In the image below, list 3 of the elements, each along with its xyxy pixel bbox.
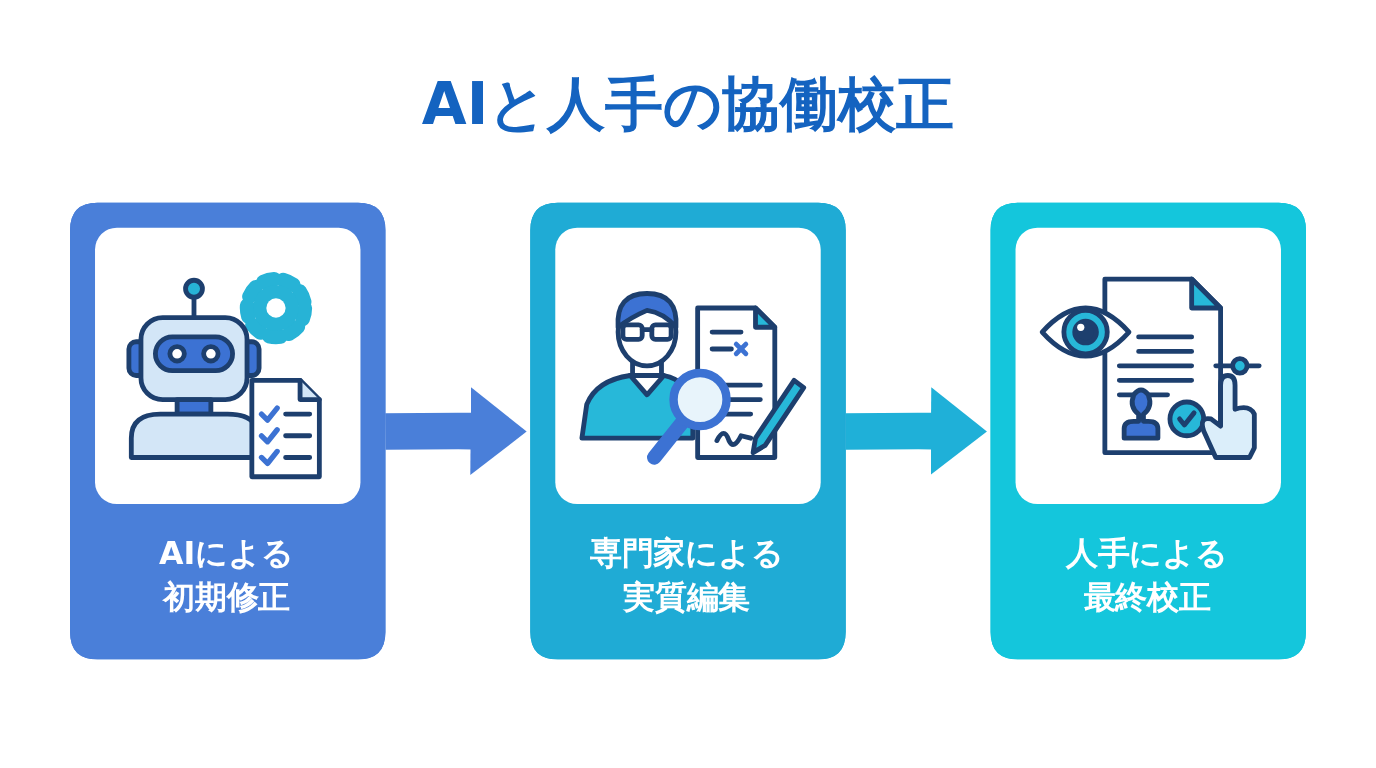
arrow [385, 387, 527, 475]
title: AIと人手の協働校正 [421, 70, 955, 138]
arrow [845, 387, 988, 475]
